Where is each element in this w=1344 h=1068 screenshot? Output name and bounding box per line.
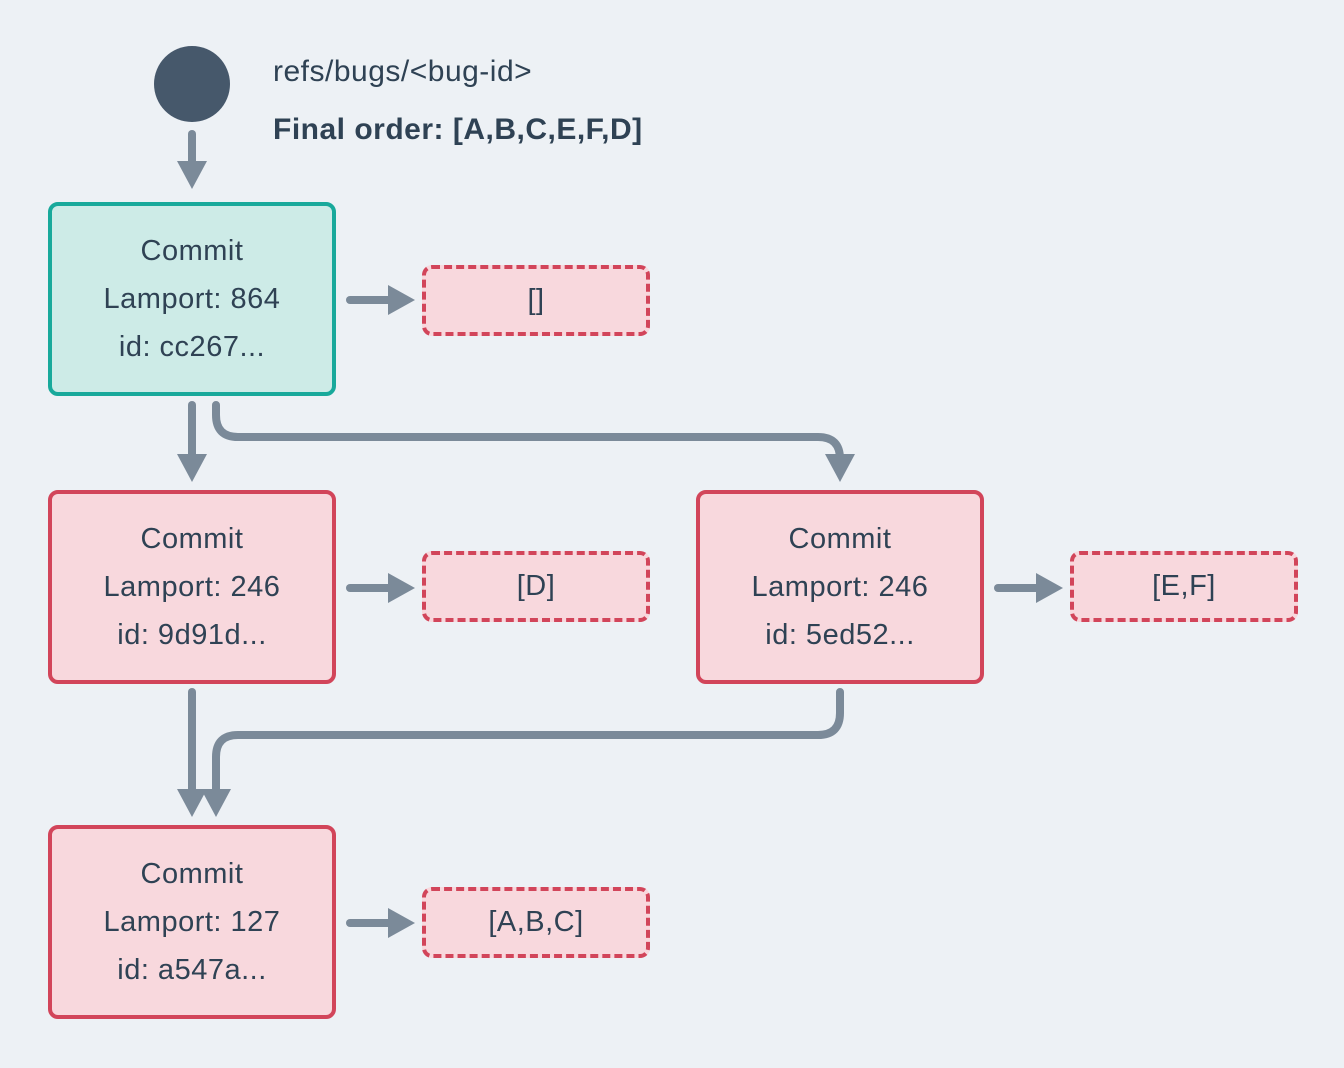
- commit-id: id: 9d91d...: [117, 618, 267, 651]
- ops-box-merge: [A,B,C]: [422, 887, 650, 958]
- commit-title: Commit: [140, 234, 244, 267]
- edge-left-child-to-ops: [346, 573, 415, 603]
- edge-right-child-to-merge: [201, 688, 844, 817]
- ref-label: refs/bugs/<bug-id>: [273, 55, 533, 88]
- commit-node-cc267: Commit Lamport: 864 id: cc267...: [48, 202, 336, 396]
- ops-label: [E,F]: [1152, 570, 1216, 602]
- commit-id: id: 5ed52...: [765, 618, 915, 651]
- ops-box-root: []: [422, 265, 650, 336]
- ops-label: []: [527, 284, 545, 316]
- edge-right-child-to-ops: [994, 573, 1063, 603]
- commit-title: Commit: [788, 522, 892, 555]
- commit-title: Commit: [140, 522, 244, 555]
- commit-lamport: Lamport: 127: [103, 905, 281, 938]
- edge-root-to-ops: [346, 285, 415, 315]
- commit-node-a547a: Commit Lamport: 127 id: a547a...: [48, 825, 336, 1019]
- ref-node-circle: [154, 46, 230, 122]
- ops-box-left-child: [D]: [422, 551, 650, 622]
- commit-lamport: Lamport: 246: [103, 570, 281, 603]
- edge-merge-to-ops: [346, 908, 415, 938]
- edge-root-to-right-child: [212, 401, 855, 482]
- edge-left-child-to-merge: [177, 688, 207, 817]
- commit-node-5ed52: Commit Lamport: 246 id: 5ed52...: [696, 490, 984, 684]
- commit-title: Commit: [140, 857, 244, 890]
- commit-node-9d91d: Commit Lamport: 246 id: 9d91d...: [48, 490, 336, 684]
- commit-id: id: cc267...: [118, 330, 266, 363]
- edge-ref-to-root: [177, 130, 207, 189]
- final-order-label: Final order: [A,B,C,E,F,D]: [273, 113, 643, 146]
- commit-lamport: Lamport: 864: [103, 282, 281, 315]
- ops-box-right-child: [E,F]: [1070, 551, 1298, 622]
- commit-id: id: a547a...: [117, 953, 267, 986]
- ops-label: [A,B,C]: [488, 906, 584, 938]
- commit-lamport: Lamport: 246: [751, 570, 929, 603]
- ops-label: [D]: [516, 570, 556, 602]
- edge-root-to-left-child: [177, 401, 207, 482]
